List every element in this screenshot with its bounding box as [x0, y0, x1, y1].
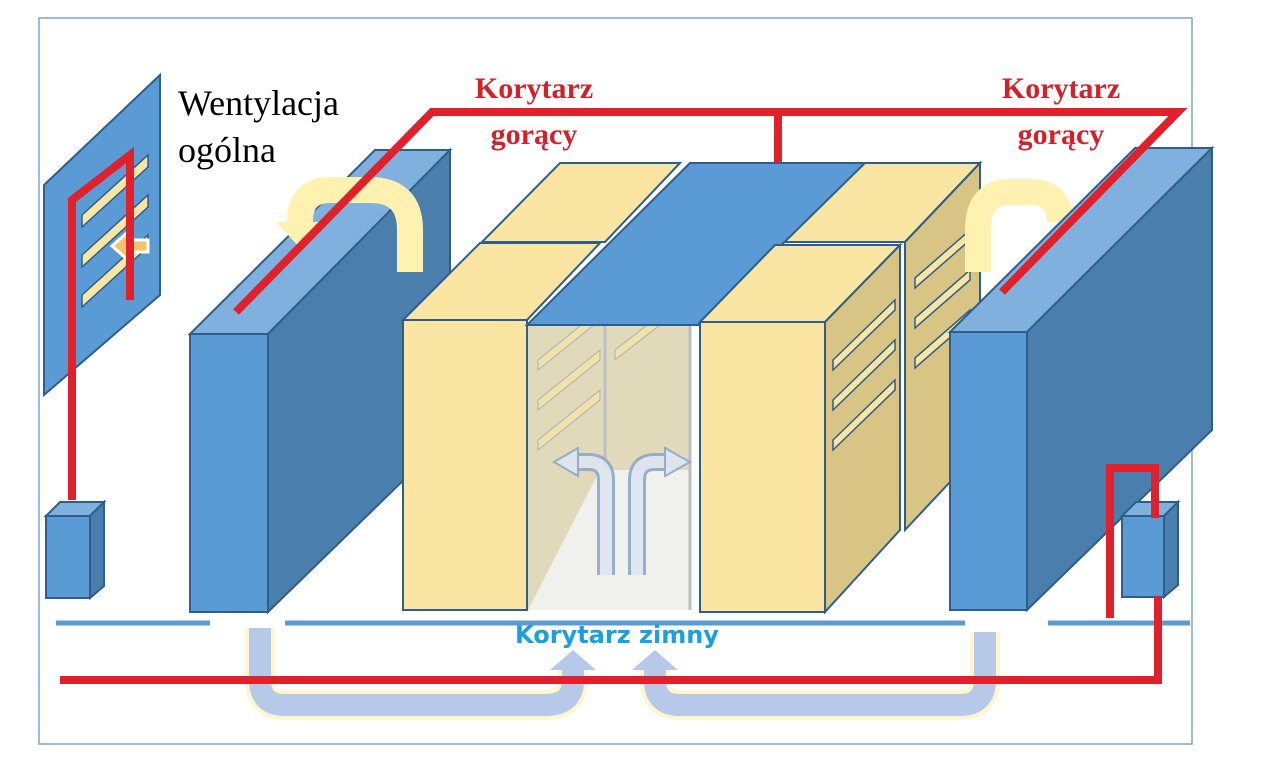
cooling-unit-right	[947, 145, 1215, 613]
hot-duct-main	[233, 108, 1188, 315]
hot-duct-underfloor	[60, 596, 1162, 684]
warm-air-arrow-left	[287, 177, 423, 272]
vent-slot	[537, 388, 601, 452]
rack-right-front	[697, 242, 903, 615]
cold-air-rising-arrows	[552, 446, 693, 575]
label-cold-aisle: Korytarz zimny	[515, 621, 719, 649]
vent-slot	[832, 378, 896, 452]
warm-air-arrowhead-left	[276, 222, 324, 248]
label-hot-aisle-left-line2: gorący	[491, 118, 578, 151]
rack-left-front	[400, 242, 603, 611]
label-hot-aisle-left-line1: Korytarz	[475, 72, 593, 105]
label-hot-aisle-right-line2: gorący	[1018, 118, 1105, 151]
label-general-ventilation-line2: ogólna	[178, 130, 276, 170]
label-general-ventilation-line1: Wentylacja	[178, 83, 339, 123]
vent-slot	[832, 338, 896, 412]
small-unit-right	[1119, 499, 1181, 600]
warm-air-arrow-right	[965, 179, 1073, 272]
vent-slot	[537, 348, 601, 412]
vent-slot	[914, 268, 971, 330]
hot-air-ducts	[60, 108, 1188, 684]
hot-duct-wall	[68, 146, 134, 500]
hot-duct-right-unit	[1106, 464, 1159, 618]
underfloor-cold-air	[245, 628, 1000, 720]
aisle-containment-roof	[524, 162, 868, 326]
label-hot-aisle-right-line1: Korytarz	[1002, 72, 1120, 105]
small-unit-left	[43, 499, 107, 601]
vent-slot	[832, 298, 896, 372]
